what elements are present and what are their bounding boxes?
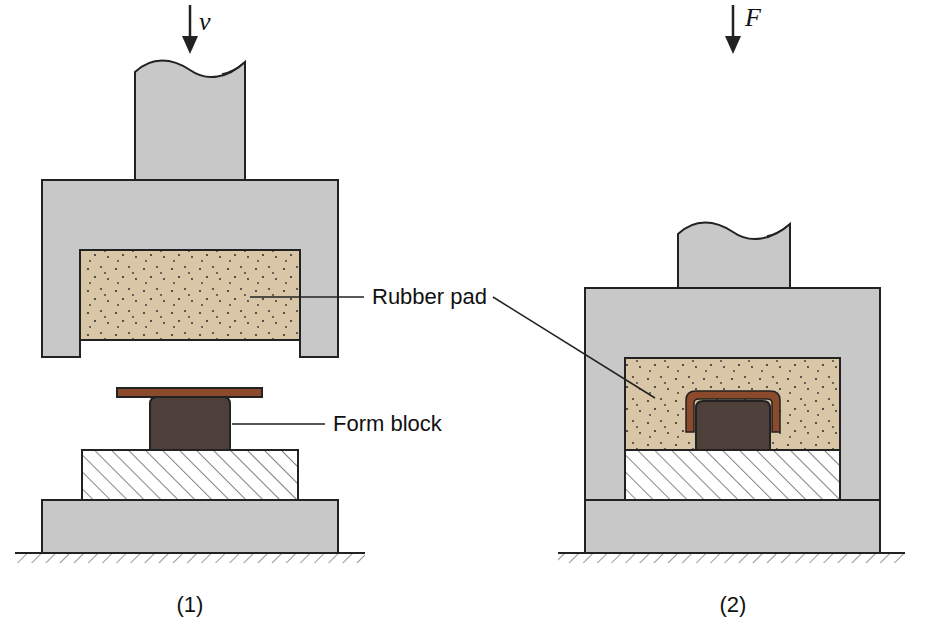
bolster-plate (82, 450, 298, 500)
stage-one (15, 5, 365, 563)
ground-line (558, 552, 905, 554)
bolster-plate (625, 450, 840, 500)
rubber-pad (80, 250, 300, 340)
velocity-symbol: v (199, 8, 211, 37)
ground-hatch (15, 554, 365, 563)
ground-hatch (558, 554, 905, 563)
step-number: (2) (720, 593, 747, 617)
press-bed (42, 500, 338, 553)
ram-stem (678, 223, 790, 291)
form-block (696, 401, 770, 450)
arrow-head (182, 36, 198, 54)
force-symbol: F (745, 4, 761, 33)
force-arrow (732, 5, 735, 38)
velocity-arrow (189, 5, 192, 38)
leader-line (232, 423, 325, 425)
rubber-pad (625, 358, 840, 450)
pad-housing (585, 288, 880, 500)
break-line (767, 224, 790, 236)
pad-housing (42, 180, 338, 357)
step-number: (1) (177, 593, 204, 617)
leader-line (493, 297, 655, 398)
stage-two (493, 5, 905, 563)
ram-stem (135, 61, 245, 183)
break-line (222, 62, 245, 74)
formed-part (686, 391, 780, 432)
leader-line (250, 296, 364, 298)
arrow-head (725, 36, 741, 54)
form-block (150, 397, 230, 450)
sheet-blank (117, 388, 262, 397)
part-label: Form block (333, 412, 442, 436)
press-bed (585, 500, 880, 553)
ground-line (15, 552, 365, 554)
part-label: Rubber pad (372, 285, 487, 309)
